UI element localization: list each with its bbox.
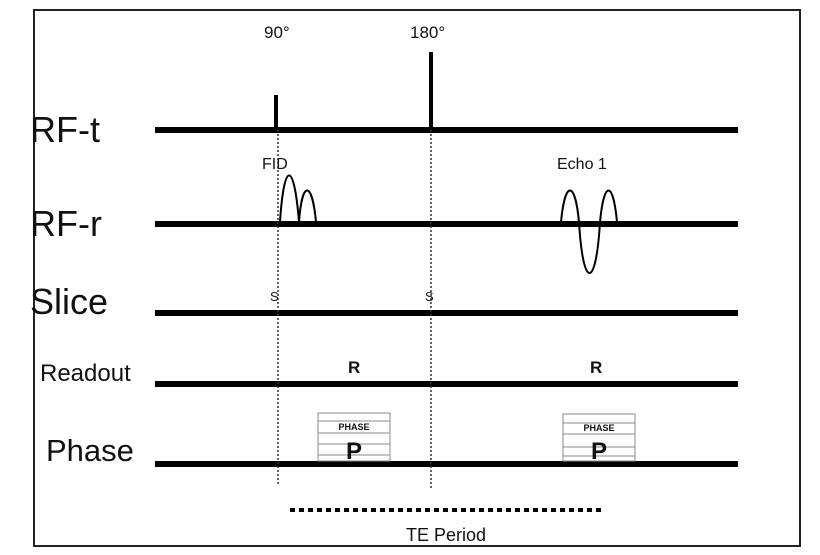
label-te-period: TE Period xyxy=(406,525,486,545)
label-echo: Echo 1 xyxy=(557,156,607,173)
pulse-90 xyxy=(274,95,278,130)
slice-marker-2: S xyxy=(425,289,434,304)
baseline-readout xyxy=(155,381,738,387)
baselines xyxy=(155,127,738,467)
phase-letter-1: P xyxy=(346,438,362,465)
row-label-slice: Slice xyxy=(30,281,108,322)
label-90: 90° xyxy=(264,23,290,42)
label-180: 180° xyxy=(410,23,445,42)
row-label-readout: Readout xyxy=(40,360,131,387)
row-label-rf-t: RF-t xyxy=(30,109,100,150)
phase-text-1: PHASE xyxy=(338,422,369,432)
echo-signal xyxy=(560,189,618,274)
readout-marker-2: R xyxy=(590,358,602,377)
phase-text-2: PHASE xyxy=(583,423,614,433)
label-fid: FID xyxy=(262,156,288,173)
frame xyxy=(33,9,801,547)
readout-marker-1: R xyxy=(348,358,360,377)
baseline-phase xyxy=(155,461,738,467)
baseline-slice xyxy=(155,310,738,316)
phase-block-1: PHASE P xyxy=(317,412,391,465)
baseline-rf-t xyxy=(155,127,738,133)
slice-marker-1: S xyxy=(270,289,279,304)
phase-letter-2: P xyxy=(591,438,607,465)
phase-block-2: PHASE P xyxy=(562,413,636,465)
baseline-rf-r xyxy=(155,221,738,227)
row-label-phase: Phase xyxy=(46,433,134,468)
row-label-rf-r: RF-r xyxy=(30,203,102,244)
fid-signal xyxy=(279,174,317,223)
pulse-180 xyxy=(429,52,433,130)
